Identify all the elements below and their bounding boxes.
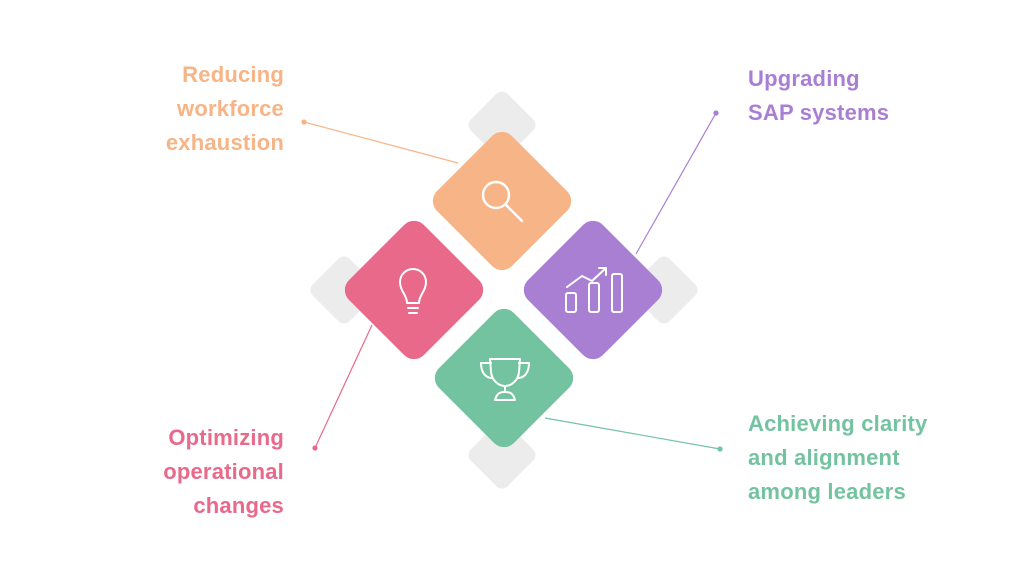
connector-top xyxy=(303,121,459,164)
connectors xyxy=(301,110,723,452)
label-optimizing-operational-changes: Optimizing operational changes xyxy=(90,421,284,523)
label-line: and alignment xyxy=(748,445,900,470)
backing-top xyxy=(468,91,536,159)
backing-bottom xyxy=(468,421,536,489)
label-upgrading-sap-systems: Upgrading SAP systems xyxy=(748,62,968,130)
label-line: changes xyxy=(193,493,284,518)
label-line: SAP systems xyxy=(748,100,890,125)
connector-left xyxy=(314,324,373,449)
connector-dot-top xyxy=(301,119,307,125)
diamond-top xyxy=(432,131,572,271)
magnifier-icon xyxy=(481,180,524,223)
label-line: Upgrading xyxy=(748,66,860,91)
connector-dot-left xyxy=(312,445,318,451)
diamond-right xyxy=(523,220,663,360)
label-line: exhaustion xyxy=(165,130,284,155)
diamonds xyxy=(344,131,663,448)
label-line: workforce xyxy=(177,96,284,121)
connector-right xyxy=(635,112,717,255)
label-line: operational xyxy=(163,459,284,484)
label-reducing-workforce-exhaustion: Reducing workforce exhaustion xyxy=(90,58,284,160)
diamond-left xyxy=(344,220,484,360)
label-line: among leaders xyxy=(748,479,906,504)
connector-dot-right xyxy=(713,110,719,116)
lightbulb-icon xyxy=(399,268,427,314)
label-line: Reducing xyxy=(182,62,284,87)
growth-chart-icon xyxy=(565,267,623,313)
label-line: Optimizing xyxy=(168,425,284,450)
diamond-bottom xyxy=(434,308,574,448)
connector-dot-bottom xyxy=(717,446,723,452)
trophy-icon xyxy=(480,358,530,401)
label-achieving-clarity-and-alignment: Achieving clarity and alignment among le… xyxy=(748,407,988,509)
connector-bottom xyxy=(544,417,721,450)
label-line: Achieving clarity xyxy=(748,411,928,436)
